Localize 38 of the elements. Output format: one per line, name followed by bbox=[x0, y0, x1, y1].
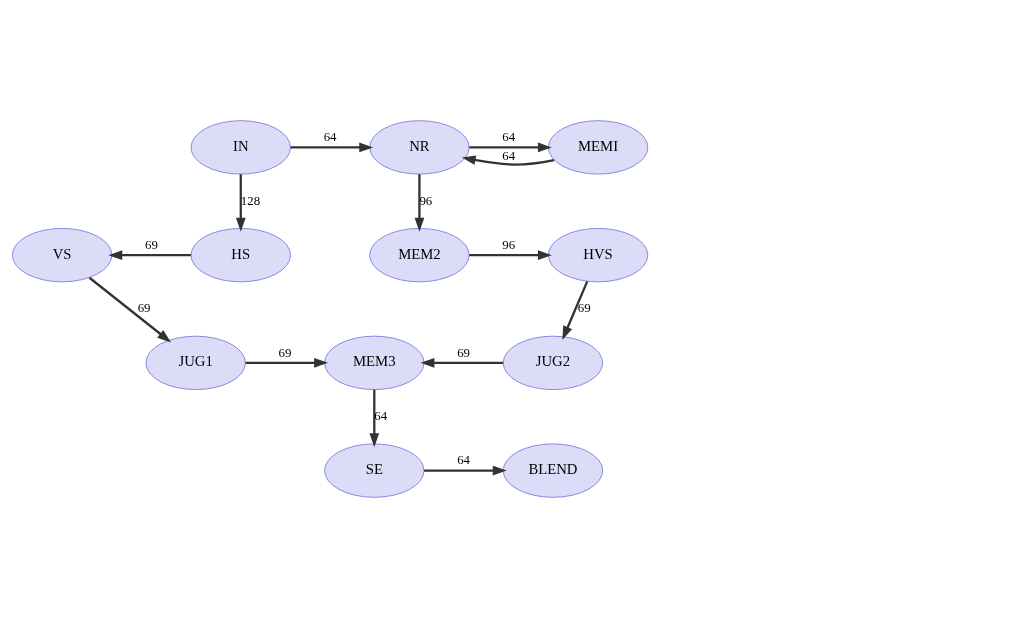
arrow bbox=[369, 389, 380, 448]
node-ellipse: IN bbox=[190, 120, 291, 175]
edge-label: 64 bbox=[502, 130, 516, 145]
node-ellipse: MEM3 bbox=[324, 335, 425, 391]
edge-label: 64 bbox=[502, 149, 516, 164]
arrow bbox=[562, 280, 589, 340]
node-ellipse: BLEND bbox=[502, 443, 604, 498]
edge-label: 69 bbox=[137, 301, 151, 316]
node-ellipse: MEM2 bbox=[369, 227, 470, 283]
arrow bbox=[424, 465, 507, 476]
arrow bbox=[245, 358, 328, 368]
arrow bbox=[108, 250, 191, 260]
arrow bbox=[414, 174, 425, 232]
edge-label: 69 bbox=[278, 345, 292, 360]
arrow bbox=[461, 155, 555, 166]
arrow bbox=[235, 174, 246, 232]
edge-label: 69 bbox=[145, 237, 158, 252]
edge-label: 96 bbox=[419, 193, 433, 208]
edge-label: 69 bbox=[577, 301, 591, 316]
edge-label: 64 bbox=[457, 453, 471, 468]
arrow bbox=[420, 358, 504, 368]
node-ellipse: JUG1 bbox=[145, 335, 246, 391]
arrow bbox=[88, 276, 172, 343]
arrow bbox=[290, 142, 374, 153]
edge-label: 64 bbox=[374, 409, 388, 424]
node-ellipse: HVS bbox=[547, 227, 649, 283]
edge-label: 96 bbox=[502, 237, 516, 252]
node-ellipse: VS bbox=[11, 227, 113, 283]
arrow bbox=[469, 142, 552, 153]
edge-label: 64 bbox=[323, 130, 337, 145]
node-ellipse: NR bbox=[369, 120, 470, 175]
node-ellipse: JUG2 bbox=[502, 335, 604, 391]
arrow bbox=[469, 250, 552, 260]
node-ellipse: SE bbox=[324, 443, 425, 498]
edge-label: 128 bbox=[240, 193, 261, 208]
node-ellipse: MEMI bbox=[547, 120, 649, 175]
node-ellipse: HS bbox=[190, 227, 291, 283]
edge-label: 69 bbox=[457, 345, 471, 360]
